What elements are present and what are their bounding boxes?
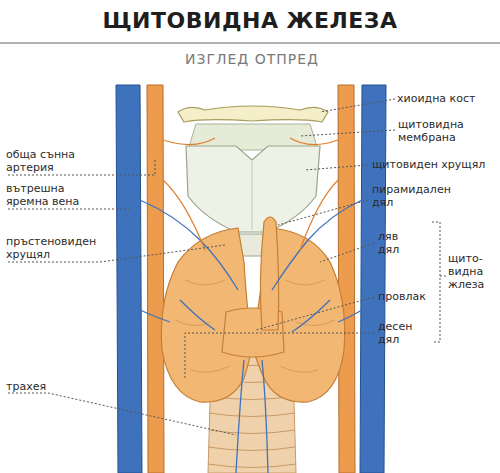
part-label: хиоидна кост (397, 92, 497, 105)
part-label: провлак (378, 290, 438, 303)
part-label: пръстеновиден хрущял (6, 235, 102, 261)
part-label: трахея (6, 380, 66, 393)
part-label: щитовиден хрущял (372, 158, 497, 171)
group-label: щито- видна жлеза (448, 252, 494, 291)
part-label: пирамидален дял (372, 183, 442, 209)
part-label: вътрешна яремна вена (6, 182, 92, 208)
view-subtitle: ИЗГЛЕД ОТПРЕД (2, 50, 500, 68)
part-label: десен дял (378, 320, 418, 346)
part-label: обща сънна артерия (6, 148, 90, 174)
part-label: ляв дял (378, 230, 408, 256)
part-label: щитовидна мембрана (398, 118, 478, 144)
diagram-title: ЩИТОВИДНА ЖЕЛЕЗА (0, 8, 500, 34)
